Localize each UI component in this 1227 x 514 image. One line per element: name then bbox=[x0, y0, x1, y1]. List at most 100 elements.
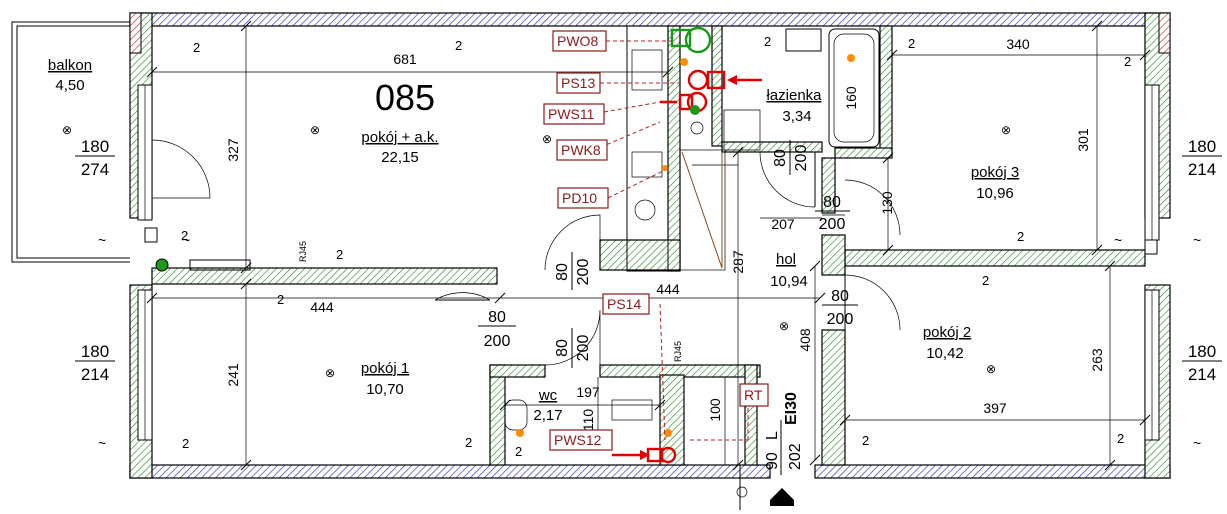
socket-marker: 2 bbox=[193, 40, 200, 55]
light-icon: ⊗ bbox=[325, 366, 335, 380]
inner-walls bbox=[151, 25, 1146, 466]
socket-marker: 2 bbox=[1017, 229, 1024, 244]
door-swings bbox=[434, 151, 901, 366]
svg-text:~: ~ bbox=[98, 435, 106, 451]
dim-110: 110 bbox=[580, 409, 596, 432]
door-width: 80 bbox=[823, 194, 841, 211]
dim-160: 160 bbox=[843, 86, 859, 110]
room-name-hol: hol bbox=[776, 251, 796, 268]
bathroom-fixtures bbox=[504, 28, 880, 431]
dim-327: 327 bbox=[225, 138, 241, 162]
dimension-lines bbox=[152, 26, 1145, 465]
dim-241: 241 bbox=[225, 363, 241, 387]
door-labels: 80 200 80 200 80 200 80 200 80 200 80 20… bbox=[478, 140, 858, 368]
dim-408: 408 bbox=[797, 328, 813, 352]
kitchen bbox=[626, 25, 726, 272]
room-area-balkon: 4,50 bbox=[55, 77, 84, 94]
window-width: 180 bbox=[1188, 342, 1216, 361]
dim-207: 207 bbox=[771, 216, 795, 232]
socket-marker: 2 bbox=[465, 435, 472, 450]
room-area-wc: 2,17 bbox=[533, 407, 562, 424]
svg-text:~: ~ bbox=[1193, 435, 1201, 451]
dim-301: 301 bbox=[1075, 128, 1091, 152]
socket-marker: 2 bbox=[336, 247, 343, 262]
dimension-labels: 681 327 340 160 301 130 207 287 444 444 … bbox=[225, 36, 1105, 431]
light-icon: ⊗ bbox=[779, 319, 789, 333]
balcony bbox=[11, 21, 211, 263]
window-height: 214 bbox=[1188, 365, 1216, 384]
room-name-pokoj-ak: pokój + a.k. bbox=[361, 129, 438, 146]
door-width: 80 bbox=[554, 339, 571, 357]
rj45-label: RJ45 bbox=[298, 241, 308, 262]
socket-marker: 2 bbox=[982, 273, 989, 288]
entrance-height: 202 bbox=[787, 443, 804, 470]
entrance-arrow-icon bbox=[770, 488, 794, 500]
dim-444b: 444 bbox=[656, 281, 680, 297]
tag-pwo8: PWO8 bbox=[557, 33, 598, 49]
installations bbox=[155, 26, 855, 464]
dim-130: 130 bbox=[879, 191, 895, 215]
tag-leaders bbox=[593, 40, 749, 441]
socket-marker: 2 bbox=[515, 444, 522, 459]
window-labels: 180 274 180 214 180 214 180 214 bbox=[75, 137, 1222, 384]
door-height: 200 bbox=[819, 216, 846, 233]
dim-444a: 444 bbox=[310, 299, 334, 315]
room-area-pokoj2: 10,42 bbox=[926, 345, 964, 362]
door-width: 80 bbox=[554, 263, 571, 281]
door-width: 80 bbox=[772, 149, 789, 167]
window-height: 214 bbox=[81, 365, 109, 384]
door-height: 200 bbox=[575, 335, 592, 362]
room-area-pokoj1: 10,70 bbox=[366, 381, 404, 398]
tag-pws11: PWS11 bbox=[548, 106, 595, 122]
ceiling-lights: ⊗ ⊗ ⊗ ⊗ ⊗ ⊗ ⊗ bbox=[62, 123, 1011, 380]
door-height: 200 bbox=[575, 259, 592, 286]
dimension-ticks bbox=[146, 20, 1151, 471]
room-area-lazienka: 3,34 bbox=[782, 108, 811, 125]
tag-rt: RT bbox=[744, 387, 763, 403]
entrance bbox=[736, 465, 794, 510]
radiator bbox=[189, 259, 251, 271]
socket-marker: 2 bbox=[862, 433, 869, 448]
room-name-balkon: balkon bbox=[48, 57, 92, 74]
room-name-pokoj3: pokój 3 bbox=[971, 164, 1019, 181]
room-area-pokoj3: 10,96 bbox=[976, 185, 1014, 202]
dim-197: 197 bbox=[576, 384, 600, 400]
socket-marker: 2 bbox=[277, 292, 284, 307]
door-height: 200 bbox=[793, 145, 810, 172]
socket-marker: 2 bbox=[764, 34, 771, 49]
svg-text:~: ~ bbox=[182, 232, 190, 248]
red-arrows bbox=[612, 75, 762, 460]
svg-text:~: ~ bbox=[98, 232, 106, 248]
dim-397: 397 bbox=[983, 400, 1007, 416]
socket-marker: 2 bbox=[182, 436, 189, 451]
dim-681: 681 bbox=[393, 51, 417, 67]
room-labels: balkon 4,50 pokój + a.k. 22,15 łazienka … bbox=[48, 57, 1019, 424]
svg-text:~: ~ bbox=[1114, 232, 1122, 248]
socket-marker: 2 bbox=[181, 228, 188, 243]
room-area-pokoj-ak: 22,15 bbox=[381, 149, 419, 166]
entrance-side: L bbox=[764, 431, 781, 440]
door-height: 200 bbox=[827, 311, 854, 328]
room-name-pokoj2: pokój 2 bbox=[923, 324, 971, 341]
socket-marker: 2 bbox=[455, 38, 462, 53]
window-height: 214 bbox=[1188, 160, 1216, 179]
light-icon: ⊗ bbox=[62, 123, 72, 137]
light-icon: ⊗ bbox=[542, 132, 552, 146]
unit-number: 085 bbox=[375, 77, 435, 118]
socket-marker: 2 bbox=[1117, 431, 1124, 446]
room-name-pokoj1: pokój 1 bbox=[361, 360, 409, 377]
window-height: 274 bbox=[81, 160, 109, 179]
socket-markers: 2 2 2 2 2 2 2 2 2 2 2 2 2 2 2 bbox=[181, 34, 1131, 459]
door-width: 80 bbox=[488, 309, 506, 326]
window-width: 180 bbox=[81, 342, 109, 361]
dim-100: 100 bbox=[707, 398, 723, 422]
dim-263: 263 bbox=[1089, 348, 1105, 372]
light-icon: ⊗ bbox=[986, 362, 996, 376]
fire-rating: EI30 bbox=[783, 392, 800, 425]
windows bbox=[137, 84, 1160, 441]
entrance-width: 90 bbox=[764, 452, 781, 470]
dim-340: 340 bbox=[1006, 36, 1030, 52]
room-area-hol: 10,94 bbox=[770, 273, 808, 290]
tag-pws12: PWS12 bbox=[554, 432, 602, 448]
